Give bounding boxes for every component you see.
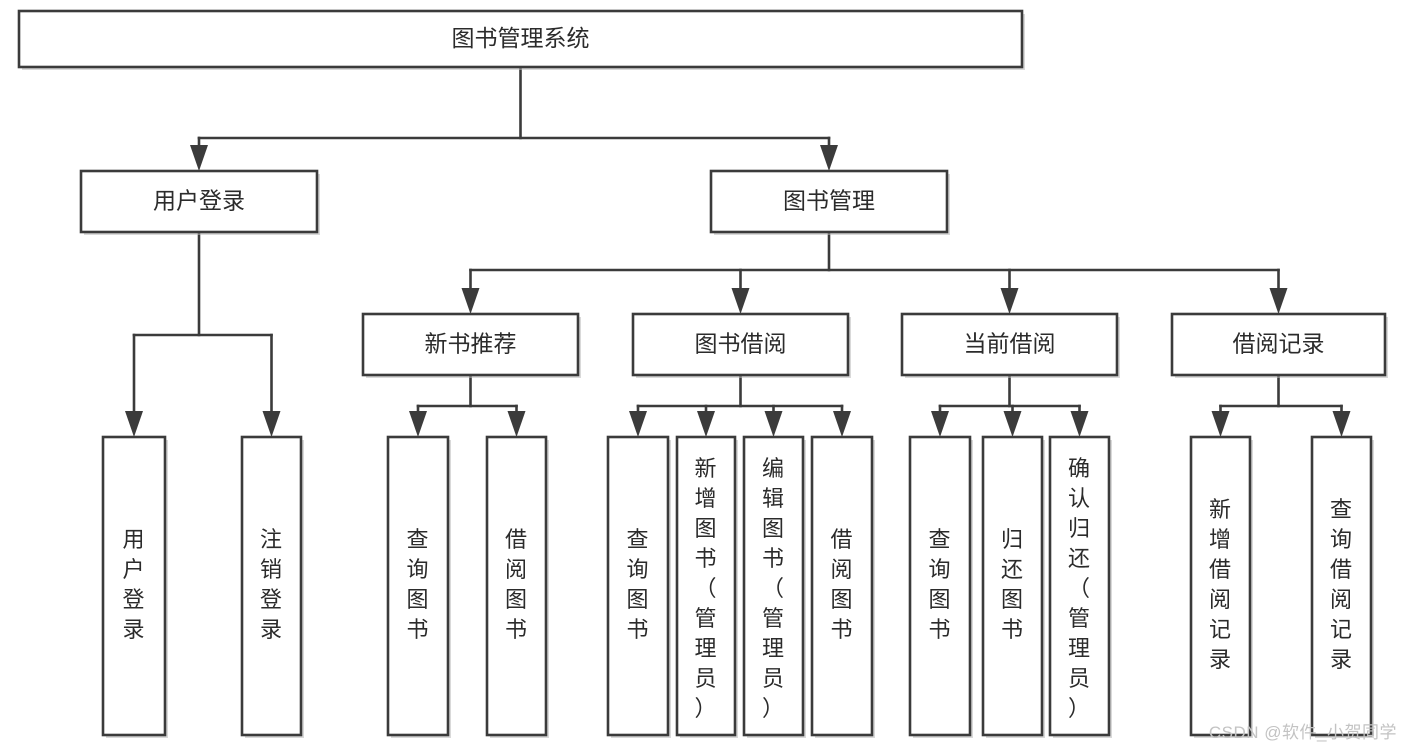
arrow-head-icon <box>461 288 480 314</box>
node-borrow[interactable]: 图书借阅 <box>631 312 851 378</box>
arrow-head-icon <box>1000 288 1019 314</box>
node-box[interactable] <box>631 312 850 377</box>
node-label: 借阅图书 <box>830 527 853 642</box>
arrow-head-icon <box>764 411 783 437</box>
arrow-head-icon <box>190 145 208 171</box>
arrow-head-icon <box>697 411 715 437</box>
node-box[interactable] <box>240 435 303 737</box>
node-label: 查询图书 <box>928 527 951 642</box>
node-box[interactable] <box>17 9 1024 69</box>
node-box[interactable] <box>709 169 949 234</box>
node-label: 用户登录 <box>122 527 145 642</box>
node-root[interactable]: 图书管理系统 <box>17 9 1025 70</box>
node-leaf-user-logout[interactable]: 注销登录 <box>240 435 304 738</box>
node-box[interactable] <box>1310 435 1373 737</box>
arrow-head-icon <box>262 411 281 437</box>
arrow-head-icon <box>1269 288 1288 314</box>
node-leaf-borrow-edit[interactable]: 编辑图书（管理员） <box>742 435 806 738</box>
node-leaf-current-return[interactable]: 归还图书 <box>981 435 1045 738</box>
node-leaf-borrow-query[interactable]: 查询图书 <box>606 435 671 738</box>
node-label: 图书管理 <box>783 188 875 214</box>
node-layer: 图书管理系统用户登录图书管理新书推荐图书借阅当前借阅借阅记录用户登录注销登录查询… <box>17 9 1388 738</box>
arrow-head-icon <box>1211 411 1230 437</box>
node-label: 借阅图书 <box>505 527 528 642</box>
node-bookmgmt[interactable]: 图书管理 <box>709 169 950 235</box>
node-label: 查询借阅记录 <box>1330 497 1353 672</box>
node-label: 查询图书 <box>406 527 429 642</box>
node-label: 当前借阅 <box>964 331 1056 357</box>
node-label: 新增图书（管理员） <box>694 456 717 721</box>
node-box[interactable] <box>981 435 1044 737</box>
node-leaf-borrow-add[interactable]: 新增图书（管理员） <box>675 435 738 738</box>
node-current[interactable]: 当前借阅 <box>900 312 1120 378</box>
node-label: 借阅记录 <box>1233 331 1325 357</box>
node-box[interactable] <box>810 435 874 737</box>
arrow-head-icon <box>125 411 143 437</box>
node-label: 归还图书 <box>1001 527 1024 642</box>
node-box[interactable] <box>606 435 670 737</box>
arrow-head-icon <box>409 411 427 437</box>
node-leaf-new-query[interactable]: 查询图书 <box>386 435 451 738</box>
connector-layer <box>125 65 1351 437</box>
node-box[interactable] <box>101 435 167 737</box>
node-label: 编辑图书（管理员） <box>762 456 785 721</box>
node-box[interactable] <box>1189 435 1252 737</box>
arrow-head-icon <box>507 411 526 437</box>
node-box[interactable] <box>485 435 548 737</box>
node-label: 注销登录 <box>260 527 283 642</box>
node-label: 新增借阅记录 <box>1209 497 1232 672</box>
node-label: 用户登录 <box>153 188 245 214</box>
node-leaf-user-login[interactable]: 用户登录 <box>101 435 168 738</box>
node-box[interactable] <box>361 312 580 377</box>
node-leaf-current-query[interactable]: 查询图书 <box>908 435 973 738</box>
node-box[interactable] <box>675 435 737 737</box>
node-leaf-current-confirm[interactable]: 确认归还（管理员） <box>1048 435 1112 738</box>
node-box[interactable] <box>742 435 805 737</box>
node-records[interactable]: 借阅记录 <box>1170 312 1388 378</box>
arrow-head-icon <box>1070 411 1089 437</box>
arrow-head-icon <box>833 411 851 437</box>
node-leaf-borrow-do[interactable]: 借阅图书 <box>810 435 875 738</box>
node-box[interactable] <box>79 169 319 234</box>
node-label: 图书管理系统 <box>452 25 590 51</box>
arrow-head-icon <box>820 145 838 171</box>
node-leaf-records-query[interactable]: 查询借阅记录 <box>1310 435 1374 738</box>
arrow-head-icon <box>629 411 647 437</box>
arrow-head-icon <box>1332 411 1351 437</box>
arrow-head-icon <box>1003 411 1022 437</box>
node-box[interactable] <box>386 435 450 737</box>
node-label: 确认归还（管理员） <box>1068 456 1091 721</box>
node-leaf-new-borrow[interactable]: 借阅图书 <box>485 435 549 738</box>
node-label: 查询图书 <box>626 527 649 642</box>
node-label: 图书借阅 <box>695 331 787 357</box>
node-label: 新书推荐 <box>425 331 517 357</box>
node-box[interactable] <box>908 435 972 737</box>
node-box[interactable] <box>900 312 1119 377</box>
arrow-head-icon <box>931 411 949 437</box>
arrow-head-icon <box>731 288 750 314</box>
node-box[interactable] <box>1048 435 1111 737</box>
node-leaf-records-add[interactable]: 新增借阅记录 <box>1189 435 1253 738</box>
node-box[interactable] <box>1170 312 1387 377</box>
node-newbook[interactable]: 新书推荐 <box>361 312 581 378</box>
node-login[interactable]: 用户登录 <box>79 169 320 235</box>
